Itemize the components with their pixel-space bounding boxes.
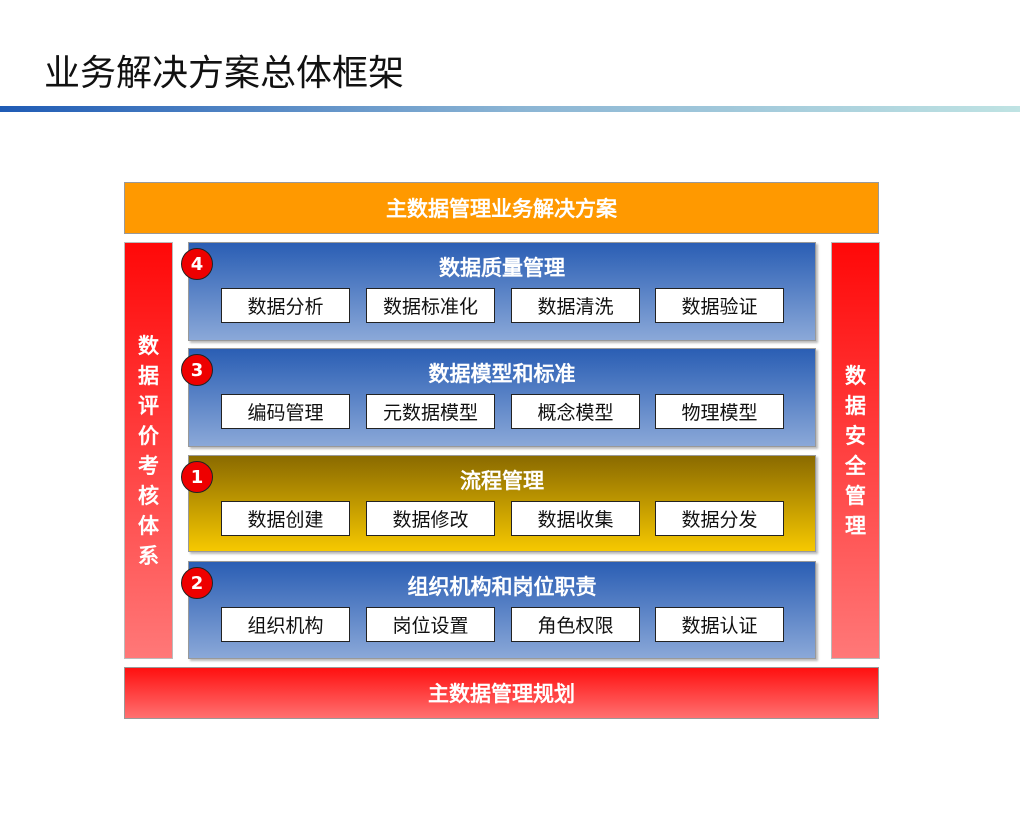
layer-panel: 4 数据质量管理数据分析数据标准化数据清洗数据验证 (181, 242, 816, 341)
panel-title: 数据模型和标准 (428, 362, 576, 386)
number-badge: 4 (181, 248, 213, 280)
column-char: 价 (138, 423, 159, 448)
panel-item: 元数据模型 (366, 394, 495, 429)
column-char: 理 (845, 513, 866, 538)
panel-title: 流程管理 (460, 469, 544, 493)
left-column: 数据评价考核体系 (124, 242, 173, 659)
panel-item: 组织机构 (221, 607, 350, 642)
title-divider (0, 106, 1020, 112)
panel-item: 数据清洗 (511, 288, 640, 323)
column-char: 全 (845, 453, 866, 478)
panel-item: 数据分发 (655, 501, 784, 536)
column-char: 核 (138, 483, 159, 508)
column-char: 据 (845, 393, 866, 418)
column-char: 据 (138, 363, 159, 388)
panel-item: 物理模型 (655, 394, 784, 429)
panel-item: 角色权限 (511, 607, 640, 642)
panel-item: 数据标准化 (366, 288, 495, 323)
number-badge: 3 (181, 354, 213, 386)
top-bar: 主数据管理业务解决方案 (124, 182, 879, 234)
column-char: 管 (845, 483, 866, 508)
number-badge: 1 (181, 461, 213, 493)
panel-item: 数据创建 (221, 501, 350, 536)
panel-item: 岗位设置 (366, 607, 495, 642)
panel-item: 数据收集 (511, 501, 640, 536)
layer-panel: 3 数据模型和标准编码管理元数据模型概念模型物理模型 (181, 348, 816, 447)
column-char: 安 (845, 423, 866, 448)
panel-item: 数据认证 (655, 607, 784, 642)
number-badge: 2 (181, 567, 213, 599)
layer-panel: 1 流程管理数据创建数据修改数据收集数据分发 (181, 455, 816, 552)
column-char: 考 (138, 453, 159, 478)
column-char: 评 (138, 393, 159, 418)
panel-item: 编码管理 (221, 394, 350, 429)
panel-title: 组织机构和岗位职责 (407, 575, 597, 599)
panel-item: 数据分析 (221, 288, 350, 323)
column-char: 系 (138, 543, 159, 568)
page-title: 业务解决方案总体框架 (44, 53, 405, 94)
panel-item: 数据验证 (655, 288, 784, 323)
column-char: 数 (845, 363, 866, 388)
panel-item: 概念模型 (511, 394, 640, 429)
layer-panel: 2 组织机构和岗位职责组织机构岗位设置角色权限数据认证 (181, 561, 816, 659)
column-char: 数 (138, 333, 159, 358)
right-column: 数据安全管理 (831, 242, 880, 659)
column-char: 体 (138, 513, 159, 538)
panel-title: 数据质量管理 (439, 256, 565, 280)
bottom-bar: 主数据管理规划 (124, 667, 879, 719)
panel-item: 数据修改 (366, 501, 495, 536)
